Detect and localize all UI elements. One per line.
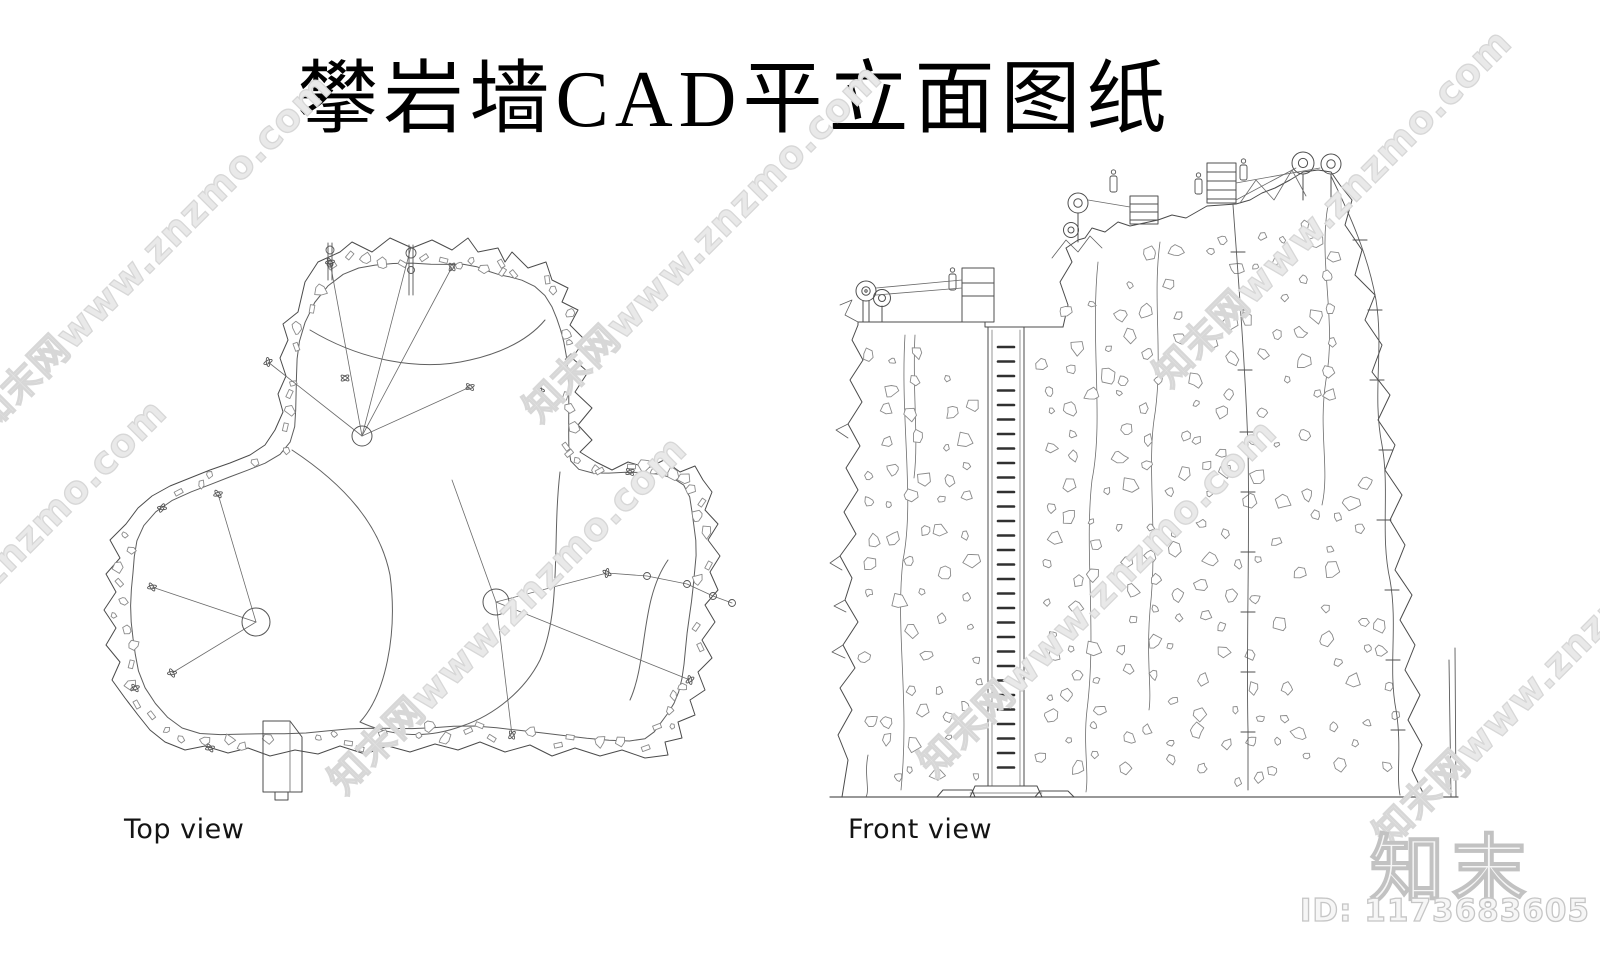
equipment-box [1129, 195, 1159, 225]
image-id-label: ID: 1173683605 [1299, 892, 1590, 929]
top-view-contour-lines [291, 319, 669, 736]
top-view-ladder [262, 720, 303, 801]
pulley-icon [1320, 153, 1342, 206]
brand-logo: 知末 [1369, 826, 1534, 914]
top-view-inner-outline [130, 262, 697, 742]
top-equipment [855, 151, 1342, 323]
top-view-label: Top view [124, 814, 245, 845]
top-view-holds [110, 250, 713, 753]
anchor-circle [482, 588, 510, 616]
ladder [936, 326, 1075, 798]
pulley-icon [1291, 151, 1315, 201]
equipment-box [1206, 162, 1237, 204]
top-view-bolt-marks [130, 257, 695, 753]
anchor-circle [241, 607, 271, 637]
ropes [1230, 175, 1457, 798]
pulley-icon [1063, 222, 1079, 238]
rope-line [1232, 204, 1250, 791]
front-view-label: Front view [848, 814, 993, 845]
pulley-icon [1067, 192, 1089, 243]
front-view-wall-outline [837, 169, 1426, 798]
equipment-box [961, 267, 995, 323]
wall-crack-lines [900, 204, 1330, 793]
wall-edge-details [829, 235, 1103, 798]
spoke-rings [643, 572, 736, 607]
rope-tick-marks [1230, 239, 1406, 733]
carabiner-icon [948, 158, 1248, 291]
front-view-holds [857, 219, 1401, 787]
ladder-rungs [996, 345, 1016, 769]
anchor-circle [351, 425, 373, 447]
page-title: 攀岩墙CAD平立面图纸 [297, 56, 1173, 144]
top-view-anchor-circles [151, 242, 736, 736]
anchor-stack [325, 242, 417, 296]
front-view-drawing [829, 151, 1459, 798]
pulley-icon [855, 280, 877, 323]
top-view-drawing [103, 237, 736, 801]
rope-line [1330, 175, 1401, 796]
cable-lines [875, 167, 1321, 296]
top-view-outer-outline [103, 237, 721, 759]
